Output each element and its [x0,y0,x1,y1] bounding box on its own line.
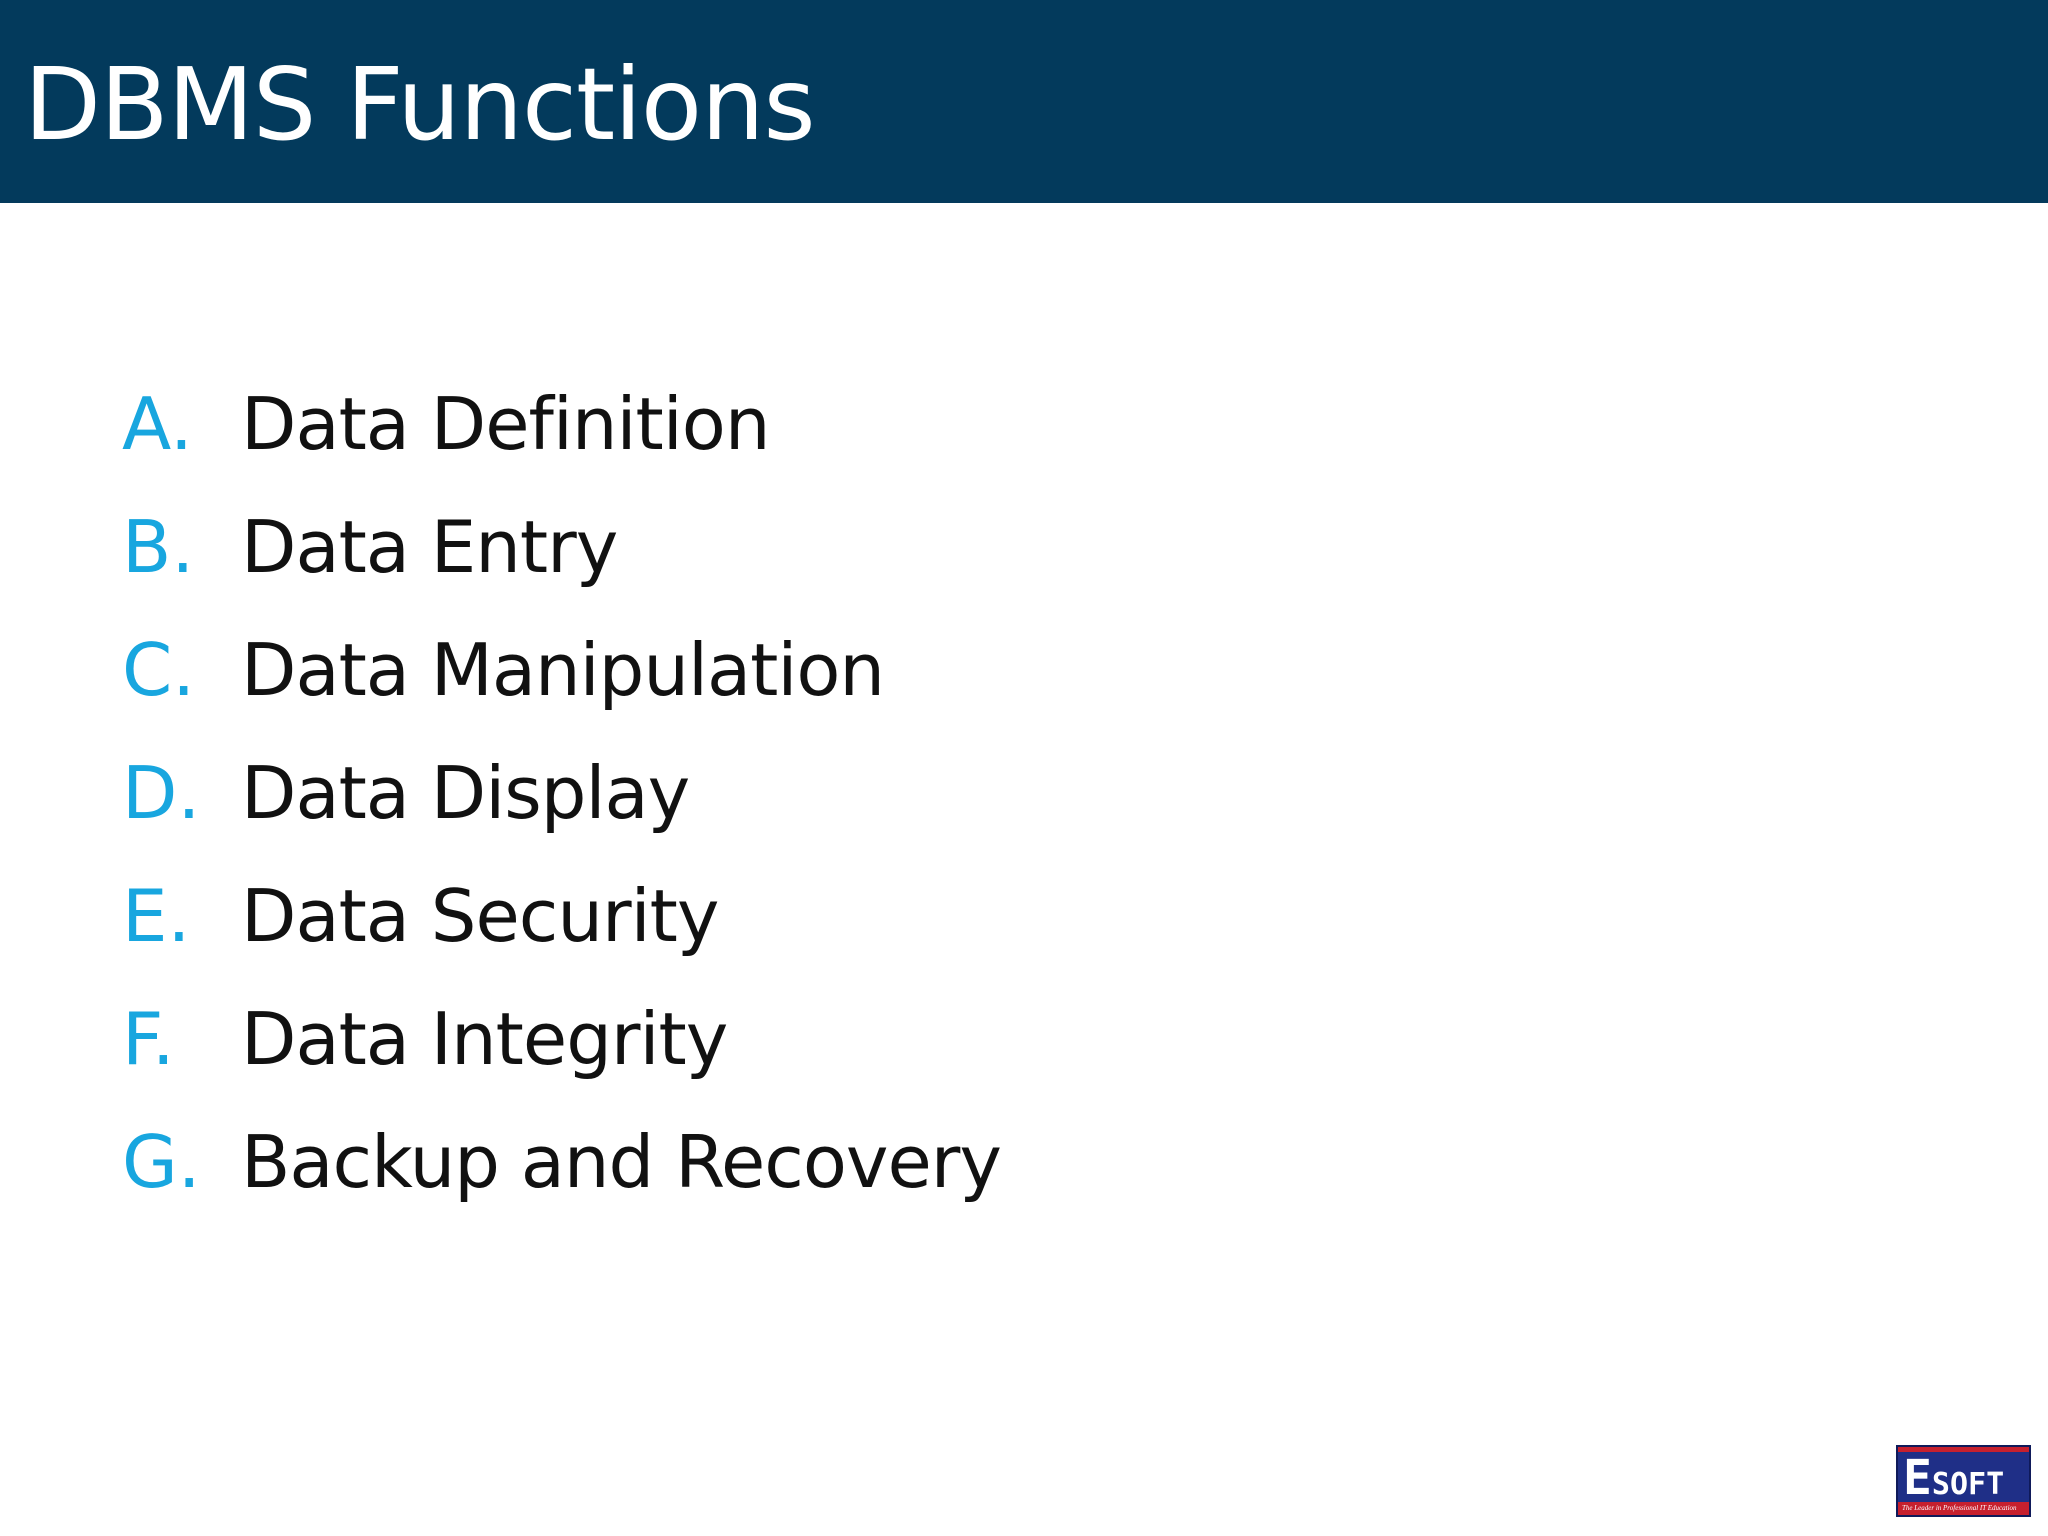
list-item: B. Data Entry [122,503,1001,626]
logo-wordmark: ESOFT [1903,1453,2004,1514]
list-item-label: Data Display [241,751,690,835]
logo-tagline: The Leader in Professional IT Education [1902,1504,2017,1512]
function-list: A. Data Definition B. Data Entry C. Data… [122,380,1002,1241]
list-item-marker: D. [122,751,201,835]
list-item-marker: F. [122,997,175,1081]
list-item: D. Data Display [122,749,1001,872]
list-item-marker: A. [122,382,193,466]
list-item: A. Data Definition [122,380,1001,503]
list-item: C. Data Manipulation [122,626,1001,749]
list-item-label: Data Entry [241,505,618,589]
list-item-label: Data Integrity [241,997,728,1081]
logo-bottom-stripe [1898,1502,2029,1515]
list-item-label: Data Security [241,874,719,958]
list-item-marker: C. [122,628,196,712]
title-bar: DBMS Functions [0,0,2048,203]
list-item-label: Data Definition [241,382,770,466]
logo-wordmark-rest: SOFT [1931,1467,2005,1502]
list-item-label: Data Manipulation [241,628,885,712]
list-item: F. Data Integrity [122,995,1001,1118]
list-item: E. Data Security [122,872,1001,995]
slide-title: DBMS Functions [24,46,816,163]
list-item-label: Backup and Recovery [241,1120,1002,1204]
list-item: G. Backup and Recovery [122,1118,1002,1241]
logo-wordmark-initial: E [1903,1450,1932,1506]
list-item-marker: B. [122,505,195,589]
list-item-marker: E. [122,874,191,958]
logo-top-stripe [1898,1447,2029,1452]
esoft-logo: ESOFT The Leader in Professional IT Educ… [1896,1445,2031,1517]
list-item-marker: G. [122,1120,201,1204]
